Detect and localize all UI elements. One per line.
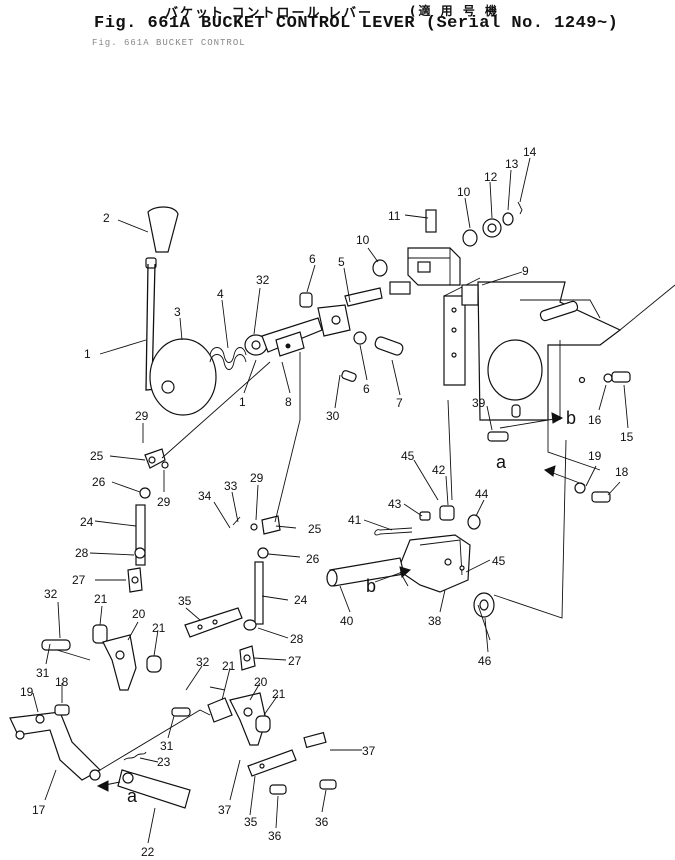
shaft-assembly <box>209 287 404 382</box>
figure-title-block: バケット コントロール レバー (適 用 号 機 Fig. 661A BUCKE… <box>0 0 675 60</box>
callout-23: 23 <box>157 755 171 769</box>
callout-45: 45 <box>492 554 506 568</box>
callout-41: 41 <box>348 513 362 527</box>
callout-24: 24 <box>294 593 308 607</box>
figure-title: Fig. 661A BUCKET CONTROL LEVER (Serial N… <box>94 14 619 33</box>
callout-27: 27 <box>288 654 302 668</box>
callout-28: 28 <box>290 632 304 646</box>
callout-18: 18 <box>55 675 69 689</box>
callout-b: b <box>566 408 576 428</box>
callout-32: 32 <box>196 655 210 669</box>
callout-25: 25 <box>308 522 322 536</box>
callout-32: 32 <box>256 273 270 287</box>
reference-arrows <box>96 412 586 792</box>
rods-and-rod-ends <box>127 352 301 671</box>
callout-20: 20 <box>132 607 146 621</box>
control-lever <box>145 206 217 416</box>
right-linkage <box>326 371 631 641</box>
callout-22: 22 <box>141 845 155 859</box>
callout-2: 2 <box>103 211 110 225</box>
callout-33: 33 <box>224 479 238 493</box>
callout-39: 39 <box>472 396 486 410</box>
callout-17: 17 <box>32 803 46 817</box>
callout-30: 30 <box>326 409 340 423</box>
callout-37: 37 <box>218 803 232 817</box>
lower-linkage <box>9 607 337 809</box>
callout-25: 25 <box>90 449 104 463</box>
callout-a: a <box>496 452 507 472</box>
callout-15: 15 <box>620 430 634 444</box>
callout-36: 36 <box>268 829 282 843</box>
callout-29: 29 <box>250 471 264 485</box>
callout-21: 21 <box>272 687 286 701</box>
callout-18: 18 <box>615 465 629 479</box>
callout-10: 10 <box>356 233 370 247</box>
callout-10: 10 <box>457 185 471 199</box>
callout-29: 29 <box>135 409 149 423</box>
callout-45: 45 <box>401 449 415 463</box>
callout-28: 28 <box>75 546 89 560</box>
callout-19: 19 <box>588 449 602 463</box>
valve-block <box>372 201 523 386</box>
callout-31: 31 <box>36 666 50 680</box>
callout-37: 37 <box>362 744 376 758</box>
callout-13: 13 <box>505 157 519 171</box>
title-japanese-note: (適 用 号 機 <box>410 4 501 18</box>
callout-26: 26 <box>306 552 320 566</box>
callout-27: 27 <box>72 573 86 587</box>
callout-35: 35 <box>178 594 192 608</box>
mounting-bracket <box>477 281 675 471</box>
callout-35: 35 <box>244 815 258 829</box>
callout-7: 7 <box>396 396 403 410</box>
callout-34: 34 <box>198 489 212 503</box>
callout-3: 3 <box>174 305 181 319</box>
callout-43: 43 <box>388 497 402 511</box>
callout-21: 21 <box>222 659 236 673</box>
callout-42: 42 <box>432 463 446 477</box>
callout-6: 6 <box>309 252 316 266</box>
callout-9: 9 <box>522 264 529 278</box>
callout-46: 46 <box>478 654 492 668</box>
callout-44: 44 <box>475 487 489 501</box>
callout-21: 21 <box>94 592 108 606</box>
callout-31: 31 <box>160 739 174 753</box>
callout-1: 1 <box>239 395 246 409</box>
callout-32: 32 <box>44 587 58 601</box>
callout-14: 14 <box>523 145 537 159</box>
callout-36: 36 <box>315 815 329 829</box>
callout-labels: 14 13 12 10 11 10 9 2 6 5 32 4 3 1 1 8 6… <box>20 145 634 859</box>
callout-29: 29 <box>157 495 171 509</box>
callout-16: 16 <box>588 413 602 427</box>
title-japanese: バケット コントロール レバー <box>165 6 374 21</box>
callout-20: 20 <box>254 675 268 689</box>
callout-8: 8 <box>285 395 292 409</box>
callout-21: 21 <box>152 621 166 635</box>
figure-subtitle-faded: Fig. 661A BUCKET CONTROL <box>92 38 246 48</box>
callout-6: 6 <box>363 382 370 396</box>
callout-4: 4 <box>217 287 224 301</box>
callout-19: 19 <box>20 685 34 699</box>
callout-a: a <box>127 786 138 806</box>
callout-b: b <box>366 576 376 596</box>
callout-24: 24 <box>80 515 94 529</box>
callout-40: 40 <box>340 614 354 628</box>
leader-lines <box>32 157 629 844</box>
callout-38: 38 <box>428 614 442 628</box>
callout-12: 12 <box>484 170 498 184</box>
callout-11: 11 <box>388 209 401 223</box>
callout-1: 1 <box>84 347 91 361</box>
callout-26: 26 <box>92 475 106 489</box>
callout-5: 5 <box>338 255 345 269</box>
